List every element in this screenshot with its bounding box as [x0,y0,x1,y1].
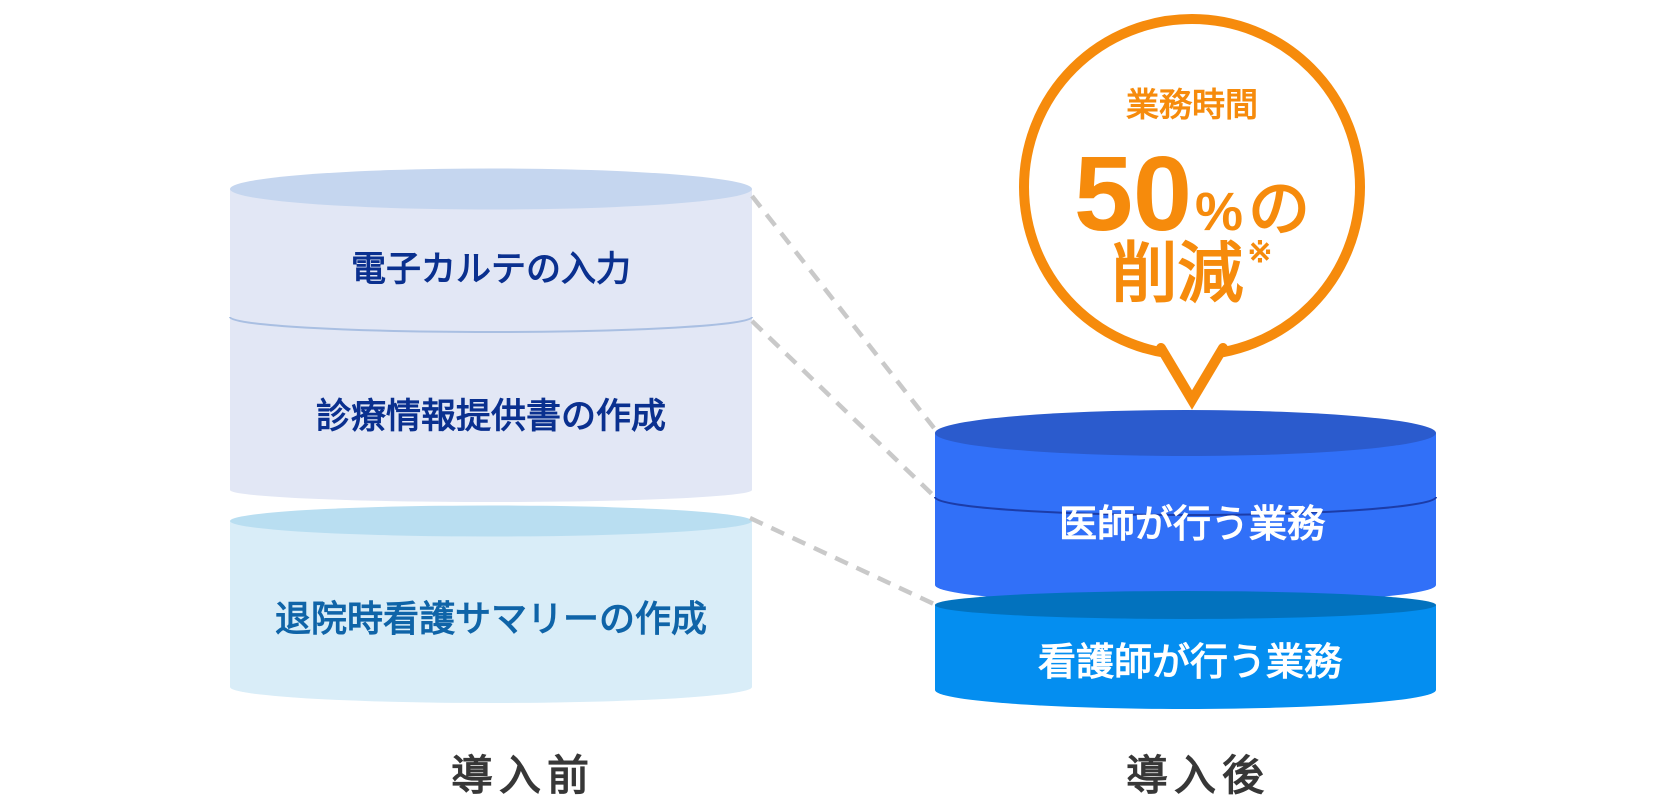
after-nurse-cylinder-label: 看護師が行う業務 [1038,642,1343,684]
reduction-bubble: 業務時間 50%の 削減※ [1019,14,1365,410]
before-task-2-label: 診療情報提供書の作成 [316,397,666,436]
after-label: 導入後 [1126,752,1270,799]
bubble-value: 50 [1074,135,1192,253]
after-doctor-cylinder-body [935,433,1436,604]
before-stack: 電子カルテの入力 診療情報提供書の作成 退院時看護サマリーの作成 導入前 [229,168,753,799]
before-nurse-cylinder-top-ellipse [230,505,752,537]
before-task-3-label: 退院時看護サマリーの作成 [275,598,707,639]
bubble-heading: 業務時間 [1126,86,1258,123]
bubble-tail-outline [1156,343,1228,410]
after-nurse-cylinder-body [935,605,1436,709]
before-doctor-cylinder-top-ellipse [230,168,752,210]
bubble-reduction-line: 削減※ [1111,236,1272,310]
connector-lines [749,194,936,607]
bubble-particle: の [1248,175,1310,244]
bubble-reduction-word: 削減 [1111,236,1243,310]
bubble-percent-sign: % [1195,182,1243,242]
after-stack: 医師が行う業務 看護師が行う業務 導入後 [934,410,1437,799]
connector-line-middle [750,319,936,498]
before-label: 導入前 [451,752,595,799]
before-section-divider-line [229,316,753,333]
after-nurse-cylinder-top-ellipse [935,591,1436,619]
bubble-value-line: 50%の [1074,135,1310,253]
after-doctor-cylinder-seam-line [934,496,1437,516]
before-nurse-cylinder-body [230,521,752,703]
connector-line-bottom [749,515,935,607]
connector-line-top [750,194,936,430]
bubble-tail-gap [1157,341,1227,404]
after-doctor-cylinder-label: 医師が行う業務 [1059,504,1326,546]
after-doctor-cylinder-top-ellipse [935,410,1436,456]
before-task-1-label: 電子カルテの入力 [351,250,631,289]
before-doctor-cylinder-body [230,189,752,502]
bubble-footnote-mark: ※ [1247,236,1272,269]
